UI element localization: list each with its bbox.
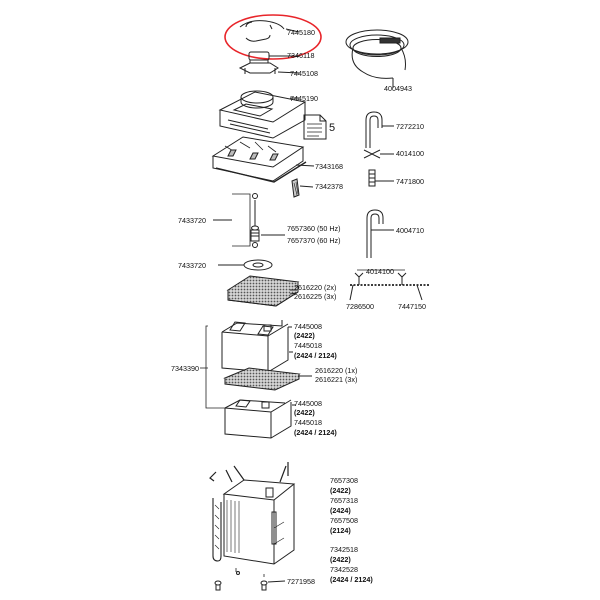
label-model-2422-c: (2422) bbox=[330, 486, 351, 495]
pump-head-part bbox=[218, 90, 307, 139]
label-7657360: 7657360 (50 Hz) bbox=[287, 224, 341, 233]
impeller-cover-part bbox=[218, 259, 273, 271]
foot-screw-part bbox=[214, 580, 286, 591]
label-2616220-1x: 2616220 (1x) bbox=[315, 366, 358, 375]
label-7433720-top: 7433720 bbox=[178, 216, 206, 225]
label-7286500: 7286500 bbox=[346, 302, 374, 311]
tap-block-part bbox=[238, 60, 300, 74]
valve-part bbox=[248, 51, 299, 61]
label-4004943: 4004943 bbox=[384, 84, 412, 93]
label-7342518: 7342518 bbox=[330, 545, 358, 554]
head-base-part bbox=[211, 136, 315, 183]
label-7657318: 7657318 bbox=[330, 496, 358, 505]
label-7343390: 7343390 bbox=[171, 364, 199, 373]
label-7342528: 7342528 bbox=[330, 565, 358, 574]
foam-pad-top-part bbox=[226, 275, 300, 307]
label-7342378: 7342378 bbox=[315, 182, 343, 191]
label-2616221: 2616221 (3x) bbox=[315, 375, 358, 384]
label-4014100-connector: 4014100 bbox=[396, 149, 424, 158]
hose-coil-part bbox=[345, 29, 409, 88]
label-7445018-b: 7445018 bbox=[294, 418, 322, 427]
label-7343168: 7343168 bbox=[315, 162, 343, 171]
impeller-part bbox=[213, 193, 285, 248]
intake-pipe-part bbox=[366, 209, 394, 258]
label-7346118: 7346118 bbox=[287, 51, 315, 60]
label-2616220-2x: 2616220 (2x) bbox=[294, 283, 337, 292]
foam-pad-mid-part bbox=[223, 367, 312, 391]
canister-part bbox=[209, 462, 296, 577]
label-7445180: 7445180 bbox=[287, 28, 315, 37]
label-model-2422-b: (2422) bbox=[294, 408, 315, 417]
doc-count: 5 bbox=[329, 122, 336, 134]
label-7433720-mid: 7433720 bbox=[178, 261, 206, 270]
label-7447150: 7447150 bbox=[398, 302, 426, 311]
label-model-2124: (2124) bbox=[330, 526, 351, 535]
return-pipe-part bbox=[365, 111, 394, 148]
label-7471800: 7471800 bbox=[396, 177, 424, 186]
label-4004710: 4004710 bbox=[396, 226, 424, 235]
label-7445008-b: 7445008 bbox=[294, 399, 322, 408]
label-7657370: 7657370 (60 Hz) bbox=[287, 236, 341, 245]
label-model-2424-2124-c: (2424 / 2124) bbox=[330, 575, 373, 584]
document-icon bbox=[303, 114, 327, 140]
small-pad-part bbox=[291, 178, 314, 198]
label-model-2422-d: (2422) bbox=[330, 555, 351, 564]
label-7445108: 7445108 bbox=[290, 69, 318, 78]
label-model-2424-2124-a: (2424 / 2124) bbox=[294, 351, 337, 360]
lower-basket-part bbox=[208, 399, 296, 439]
label-model-2424: (2424) bbox=[330, 506, 351, 515]
label-7445190: 7445190 bbox=[290, 94, 318, 103]
elbow-fitting-part bbox=[368, 169, 394, 187]
handle-clip-part bbox=[239, 20, 300, 42]
label-model-2422-a: (2422) bbox=[294, 331, 315, 340]
highlight-circle bbox=[224, 14, 322, 60]
label-2616225: 2616225 (3x) bbox=[294, 292, 337, 301]
label-7445018-a: 7445018 bbox=[294, 341, 322, 350]
label-7271958: 7271958 bbox=[287, 577, 315, 586]
label-7657308: 7657308 bbox=[330, 476, 358, 485]
label-7272210: 7272210 bbox=[396, 122, 424, 131]
basket-bracket bbox=[205, 325, 208, 409]
canister-clip bbox=[212, 498, 222, 562]
label-model-2424-2124-b: (2424 / 2124) bbox=[294, 428, 337, 437]
upper-basket-part bbox=[221, 320, 292, 373]
label-7657508: 7657508 bbox=[330, 516, 358, 525]
label-4014100-spray: 4014100 bbox=[366, 267, 394, 276]
label-7445008-a: 7445008 bbox=[294, 322, 322, 331]
spray-bar-part bbox=[349, 269, 430, 301]
connector-part bbox=[363, 149, 394, 159]
